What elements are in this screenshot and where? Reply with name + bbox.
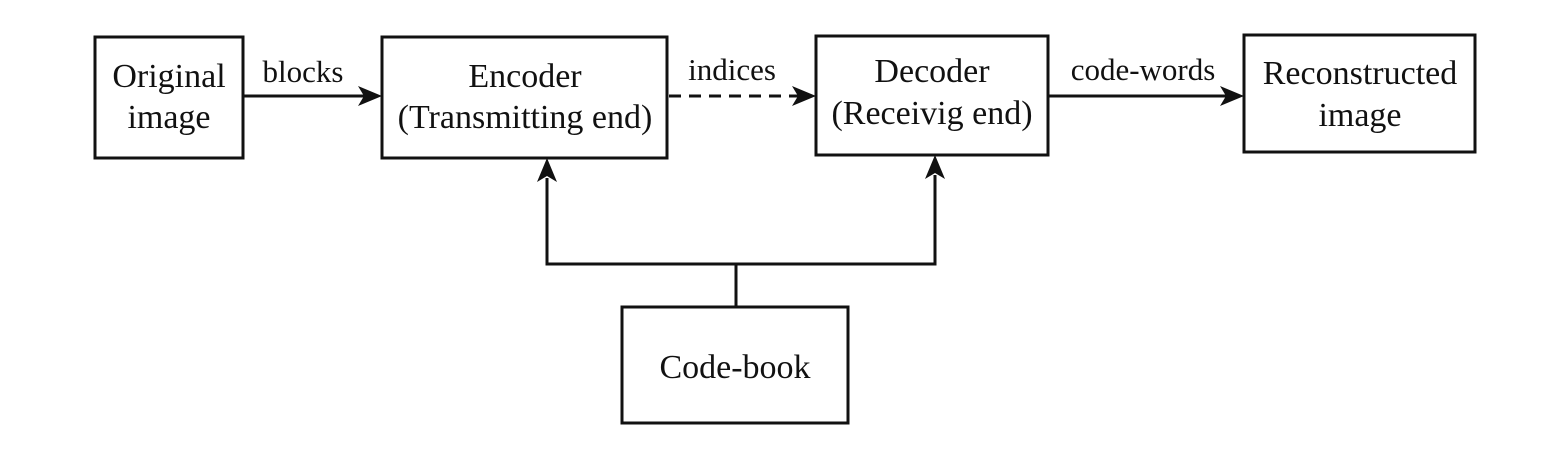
encoder-box (380, 35, 669, 160)
original-image-line-1: Original (112, 58, 225, 95)
blocks-label: blocks (263, 54, 344, 89)
encoder-line-1: Encoder (468, 58, 582, 95)
node-encoder: Encoder (Transmitting end) (380, 35, 669, 160)
codebook-to-encoder-line (545, 178, 736, 266)
decoder-line-1: Decoder (874, 53, 990, 90)
edge-codebook-feed (537, 155, 945, 307)
codebook-to-decoder-arrowhead (925, 155, 945, 179)
blocks-arrowhead (358, 86, 382, 106)
indices-label: indices (688, 52, 776, 87)
encoder-line-2: (Transmitting end) (398, 99, 653, 136)
edge-blocks: blocks (243, 54, 382, 106)
original-image-line-2: image (127, 99, 210, 136)
node-code-book: Code-book (620, 305, 850, 425)
reconstructed-image-line-2: image (1318, 97, 1401, 134)
node-original-image: Original image (93, 35, 245, 160)
node-reconstructed-image: Reconstructed image (1242, 33, 1477, 154)
codebook-to-decoder-line (736, 175, 937, 266)
code-book-label: Code-book (659, 349, 810, 386)
edge-code-words: code-words (1048, 52, 1244, 106)
code-book-box (620, 305, 850, 425)
codebook-to-encoder-arrowhead (537, 158, 557, 182)
decoder-box (814, 34, 1050, 157)
code-words-label: code-words (1071, 52, 1216, 87)
indices-arrowhead (792, 86, 816, 106)
node-decoder: Decoder (Receivig end) (814, 34, 1050, 157)
original-image-box (93, 35, 245, 160)
edge-indices: indices (669, 52, 816, 106)
decoder-line-2: (Receivig end) (831, 95, 1032, 132)
reconstructed-image-line-1: Reconstructed (1263, 55, 1458, 92)
code-words-arrowhead (1220, 86, 1244, 106)
reconstructed-image-box (1242, 33, 1477, 154)
